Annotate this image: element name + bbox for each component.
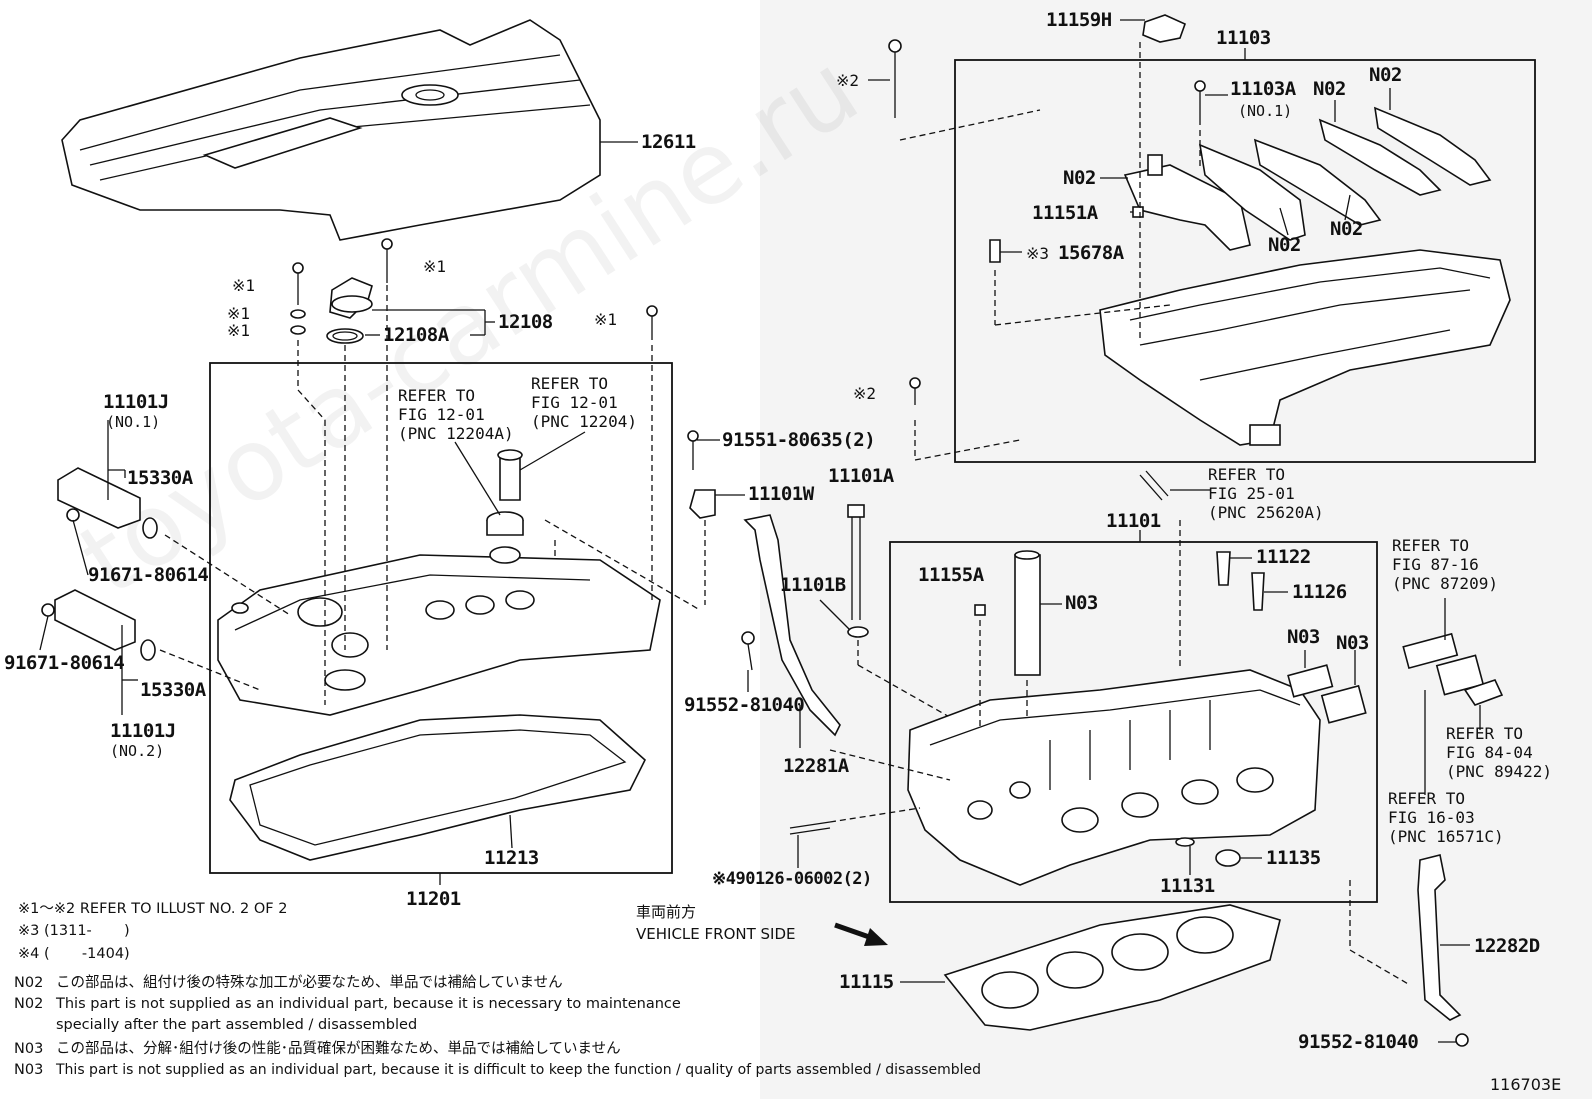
label-mark1-a: ※1	[232, 276, 256, 295]
head-cover-gasket	[229, 714, 646, 861]
label-11103A-sub: (NO.1)	[1238, 102, 1293, 120]
label-11151A: 11151A	[1032, 202, 1098, 224]
label-12108A: 12108A	[383, 324, 449, 346]
cylinder-head	[907, 669, 1321, 886]
sensor-11101W	[689, 489, 716, 519]
bearing-cap-1	[1123, 164, 1251, 251]
note-line2: ※3 (1311- )	[18, 923, 130, 939]
label-12108: 12108	[498, 311, 553, 333]
bracket-12282D	[1417, 854, 1462, 1021]
label-n02-a: N02	[1313, 78, 1346, 100]
label-490126: ※490126-06002(2)	[712, 869, 872, 889]
label-mark2-b: ※2	[853, 384, 877, 403]
box-11201	[209, 362, 673, 874]
label-mark1-b: ※1	[227, 304, 251, 323]
label-n02-b: N02	[1369, 64, 1402, 86]
ref-16571C: REFER TO FIG 16-03 (PNC 16571C)	[1388, 789, 1504, 846]
front-side-jp: 車両前方	[636, 903, 697, 921]
leader-11213	[509, 814, 513, 849]
label-n02-e: N02	[1330, 218, 1363, 240]
label-11101B: 11101B	[780, 574, 846, 596]
label-mark2-a: ※2	[836, 71, 860, 90]
bearing-cap-5	[1373, 106, 1492, 186]
bearing-cap-2	[1198, 143, 1306, 241]
label-15330A-1: 15330A	[127, 467, 193, 489]
label-91671-1: 91671-80614	[88, 564, 209, 586]
note-line3: ※4 ( -1404)	[18, 946, 130, 962]
diagram-id: 116703E	[1490, 1075, 1562, 1094]
cylinder-head-cover	[217, 546, 661, 716]
box-11101	[889, 541, 1378, 903]
label-11131: 11131	[1160, 875, 1215, 897]
label-91552-a: 91552-81040	[684, 694, 805, 716]
note-n02-jp: この部品は、組付け後の特殊な加工が必要なため、単品では補給していません	[56, 975, 563, 991]
camshaft-housing	[1099, 249, 1511, 446]
label-11159H: 11159H	[1046, 9, 1112, 31]
label-11126: 11126	[1292, 581, 1347, 603]
label-11101A: 11101A	[828, 465, 894, 487]
label-12611: 12611	[641, 131, 696, 153]
head-gasket-11115	[943, 904, 1281, 1031]
label-mark1-c: ※1	[227, 321, 251, 340]
label-11101: 11101	[1106, 510, 1161, 532]
label-11101J-1: 11101J	[103, 391, 169, 413]
note-n03-jp: この部品は、分解･組付け後の性能･品質確保が困難なため、単品では補給していません	[56, 1041, 621, 1057]
ref-12204A: REFER TO FIG 12-01 (PNC 12204A)	[398, 386, 514, 443]
label-11101J-2: 11101J	[110, 720, 176, 742]
label-n02-d: N02	[1268, 234, 1301, 256]
label-11122: 11122	[1256, 546, 1311, 568]
note-line1: ※1～※2 REFER TO ILLUST NO. 2 OF 2	[18, 901, 288, 917]
label-11115: 11115	[839, 971, 894, 993]
label-11155A: 11155A	[918, 564, 984, 586]
bolts-mark1	[290, 238, 699, 470]
label-11213: 11213	[484, 847, 539, 869]
label-11101J-1-sub: (NO.1)	[106, 413, 161, 431]
bearing-cap-4	[1318, 118, 1442, 196]
ref-89422: REFER TO FIG 84-04 (PNC 89422)	[1446, 724, 1552, 781]
label-mark3: ※3	[1026, 244, 1050, 263]
label-11103: 11103	[1216, 27, 1271, 49]
label-mark1-d: ※1	[423, 257, 447, 276]
note-n02-en1: This part is not supplied as an individu…	[56, 996, 681, 1012]
label-n03-b: N03	[1287, 626, 1320, 648]
label-n03-a: N03	[1065, 592, 1098, 614]
bracket-12281A	[743, 514, 841, 737]
note-n03-en-code: N03	[14, 1062, 44, 1078]
note-n02-en2: specially after the part assembled / dis…	[56, 1017, 418, 1033]
label-n02-c: N02	[1063, 167, 1096, 189]
label-91552-b: 91552-81040	[1298, 1031, 1419, 1053]
label-15330A-2: 15330A	[140, 679, 206, 701]
note-n03-en: This part is not supplied as an individu…	[56, 1062, 982, 1078]
oil-control-valve-1	[57, 467, 158, 539]
label-11135: 11135	[1266, 847, 1321, 869]
label-91551: 91551-80635(2)	[722, 429, 876, 451]
label-11201: 11201	[406, 888, 461, 910]
pcv-valve	[499, 454, 521, 501]
note-n02-jp-code: N02	[14, 975, 44, 991]
label-11103A: 11103A	[1230, 78, 1296, 100]
label-12281A: 12281A	[783, 755, 849, 777]
oil-control-valve-2	[41, 589, 156, 661]
label-91671-2: 91671-80614	[4, 652, 125, 674]
note-n02-en-code: N02	[14, 996, 44, 1012]
note-n03-jp-code: N03	[14, 1041, 44, 1057]
label-11101W: 11101W	[748, 483, 814, 505]
label-15678A: 15678A	[1058, 242, 1124, 264]
engine-cover-12611	[61, 19, 601, 241]
ref-12204: REFER TO FIG 12-01 (PNC 12204)	[531, 374, 637, 431]
label-mark1-e: ※1	[594, 310, 618, 329]
front-side-en: VEHICLE FRONT SIDE	[636, 925, 796, 943]
ref-25620A: REFER TO FIG 25-01 (PNC 25620A)	[1208, 465, 1324, 522]
label-11101J-2-sub: (NO.2)	[110, 742, 165, 760]
label-12282D: 12282D	[1474, 935, 1540, 957]
ref-87209: REFER TO FIG 87-16 (PNC 87209)	[1392, 536, 1498, 593]
label-n03-c: N03	[1336, 632, 1369, 654]
